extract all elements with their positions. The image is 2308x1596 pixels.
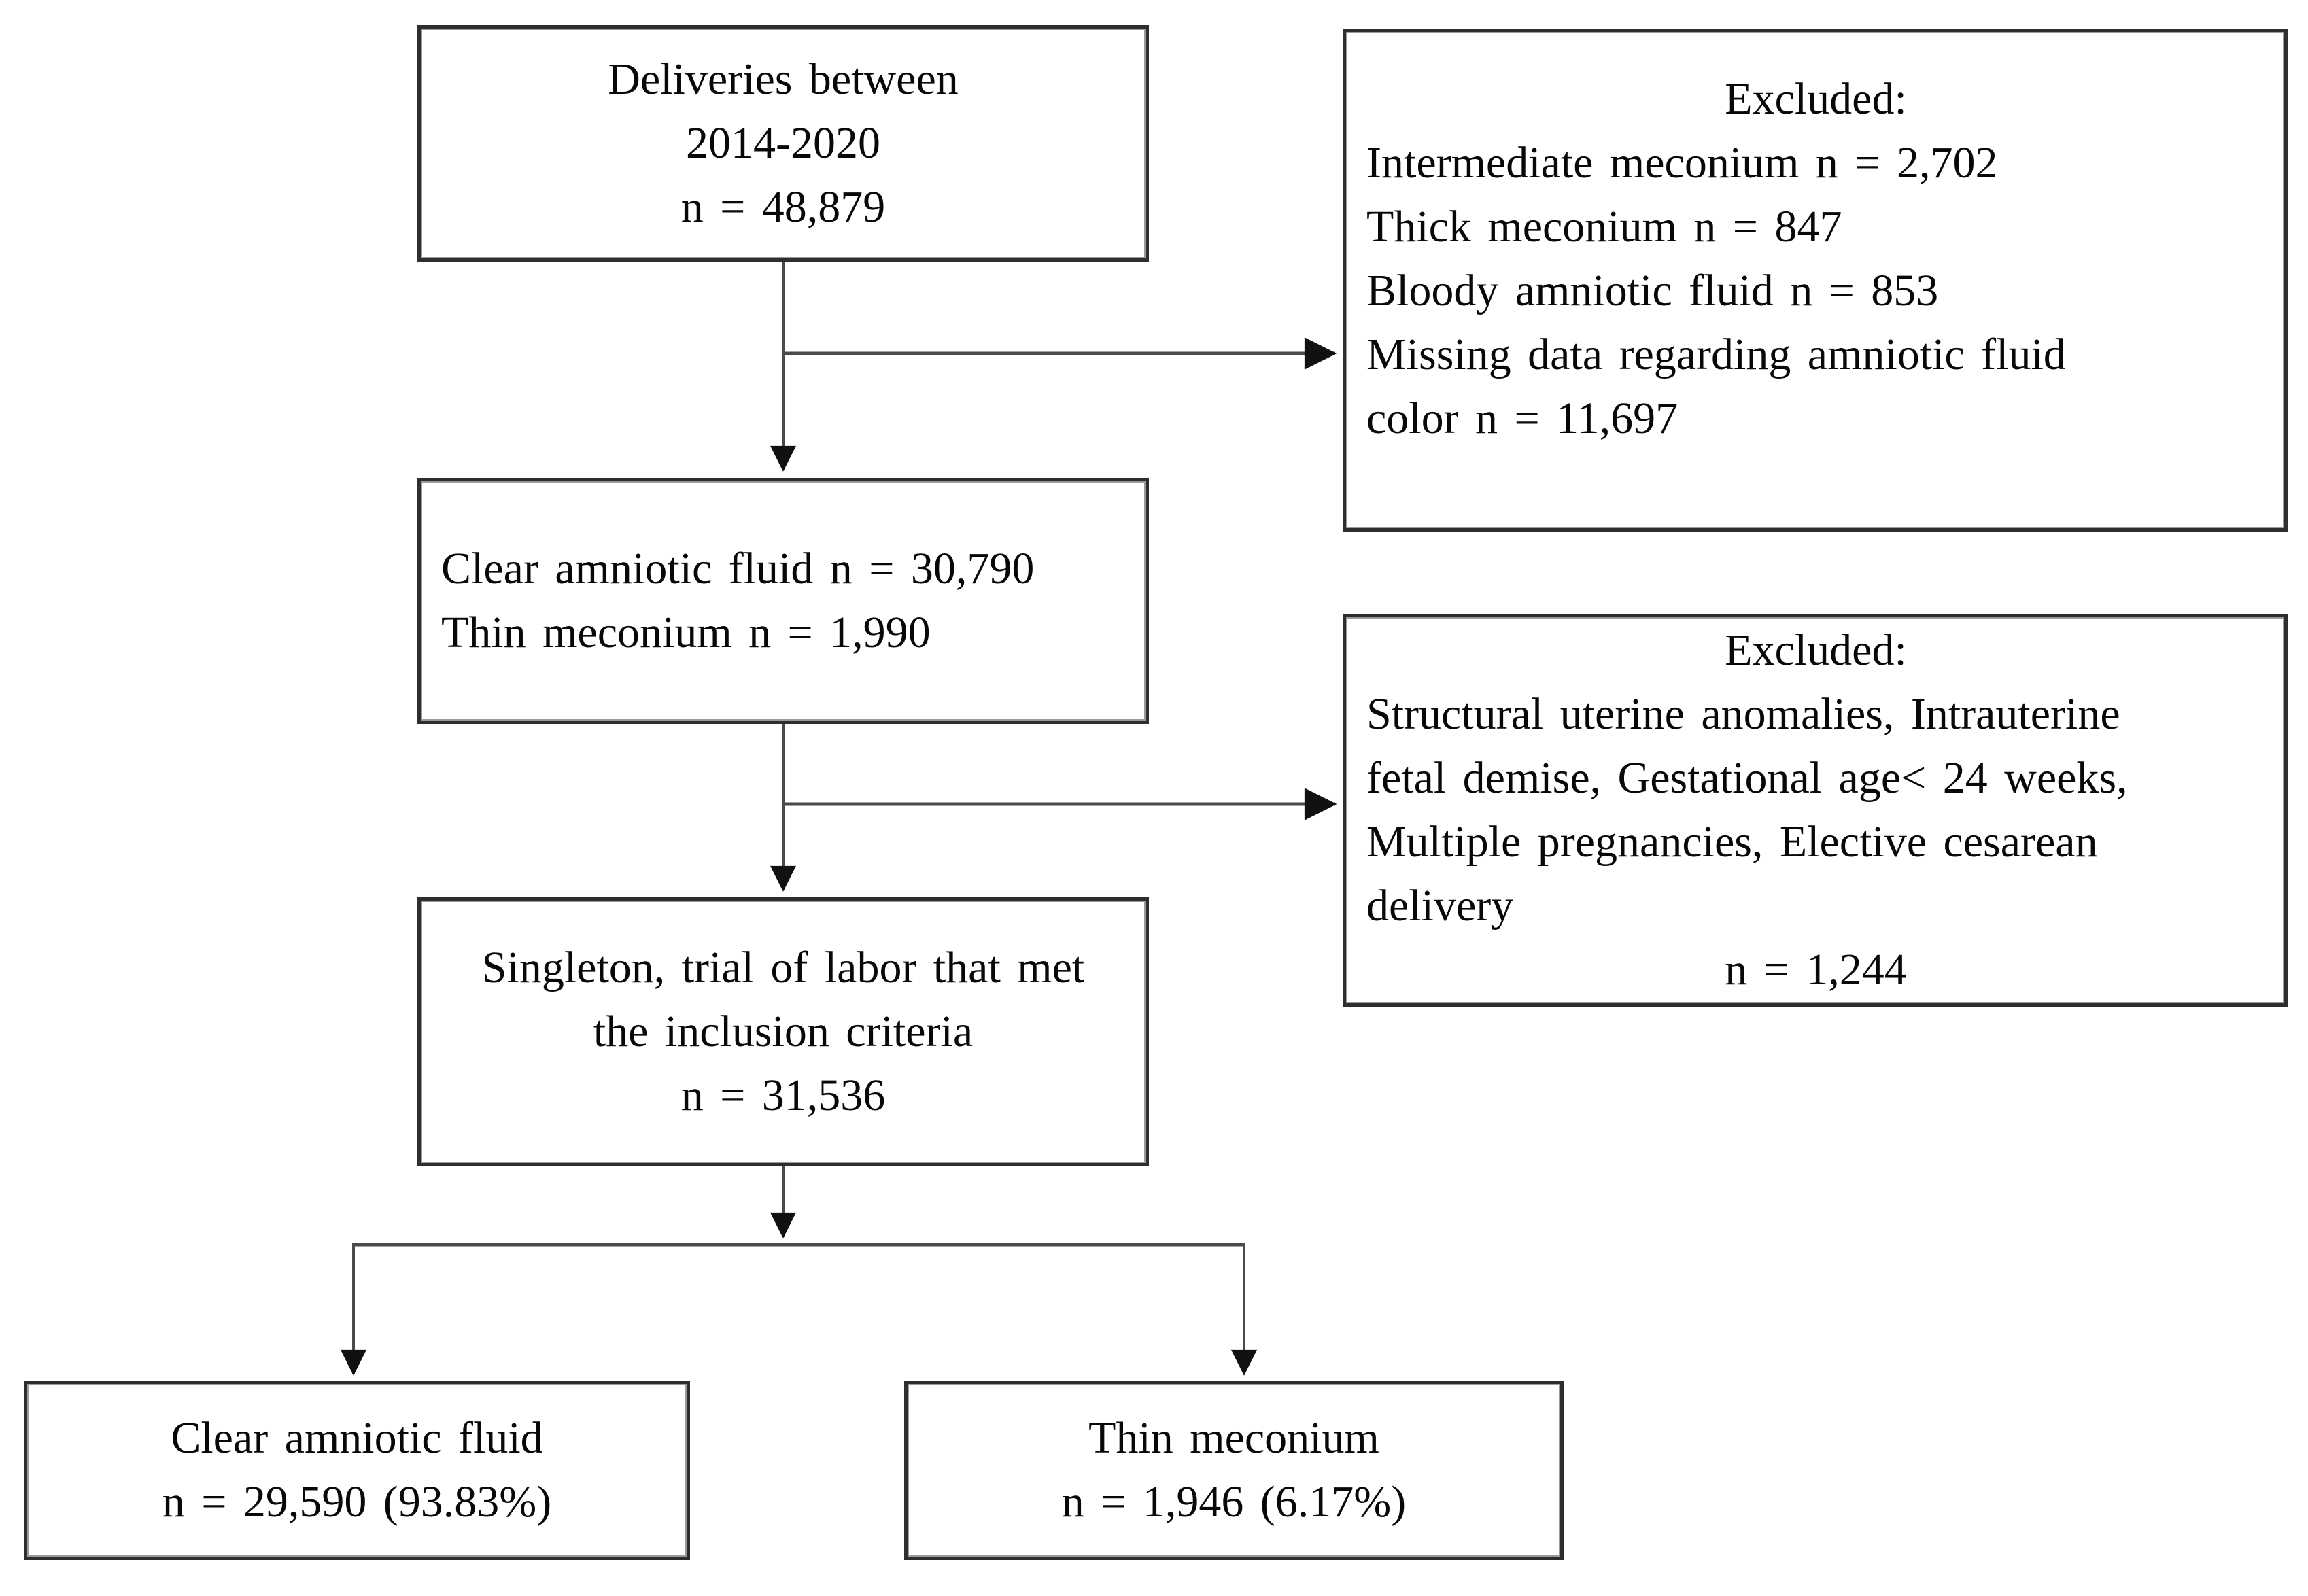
box-singleton-inclusion: Singleton, trial of labor that met the i… <box>417 897 1149 1166</box>
box-deliveries: Deliveries between 2014-2020 n = 48,879 <box>417 25 1149 262</box>
excluded1-item-bloody: Bloody amniotic fluid n = 853 <box>1366 266 1939 315</box>
excluded2-criteria-3: Multiple pregnancies, Elective cesarean <box>1366 817 2098 867</box>
singleton-count: n = 31,536 <box>681 1071 886 1120</box>
box-clear-amniotic-outcome: Clear amniotic fluid n = 29,590 (93.83%) <box>24 1381 690 1560</box>
box-thin-meconium-outcome: Thin meconium n = 1,946 (6.17%) <box>904 1381 1564 1560</box>
deliveries-line-2: 2014-2020 <box>686 118 880 168</box>
singleton-line-1: Singleton, trial of labor that met <box>481 943 1085 992</box>
excluded2-count: n = 1,244 <box>1725 945 1907 994</box>
box-excluded-first: Excluded: Intermediate meconium n = 2,70… <box>1343 29 2288 532</box>
excluded2-heading: Excluded: <box>1725 625 1907 675</box>
excluded2-criteria-1: Structural uterine anomalies, Intrauteri… <box>1366 689 2120 739</box>
eligible-clear-line: Clear amniotic fluid n = 30,790 <box>441 544 1035 593</box>
excluded2-criteria-4: delivery <box>1366 881 1514 931</box>
excluded1-item-missing-1: Missing data regarding amniotic fluid <box>1366 330 2066 379</box>
excluded1-item-missing-2: color n = 11,697 <box>1366 394 1678 443</box>
thin-outcome-label: Thin meconium <box>1088 1413 1379 1463</box>
deliveries-line-1: Deliveries between <box>608 54 959 104</box>
excluded1-heading: Excluded: <box>1725 74 1907 124</box>
excluded1-item-thick: Thick meconium n = 847 <box>1366 202 1842 251</box>
thin-outcome-count: n = 1,946 (6.17%) <box>1061 1477 1407 1527</box>
excluded1-item-intermediate: Intermediate meconium n = 2,702 <box>1366 138 1998 188</box>
box-eligible-counts: Clear amniotic fluid n = 30,790 Thin mec… <box>417 478 1149 724</box>
clear-outcome-count: n = 29,590 (93.83%) <box>162 1477 552 1527</box>
singleton-line-2: the inclusion criteria <box>593 1007 974 1056</box>
eligible-thin-line: Thin meconium n = 1,990 <box>441 608 931 657</box>
deliveries-count: n = 48,879 <box>681 182 886 232</box>
box-excluded-second: Excluded: Structural uterine anomalies, … <box>1343 614 2288 1007</box>
clear-outcome-label: Clear amniotic fluid <box>171 1413 543 1463</box>
excluded2-criteria-2: fetal demise, Gestational age< 24 weeks, <box>1366 753 2128 803</box>
